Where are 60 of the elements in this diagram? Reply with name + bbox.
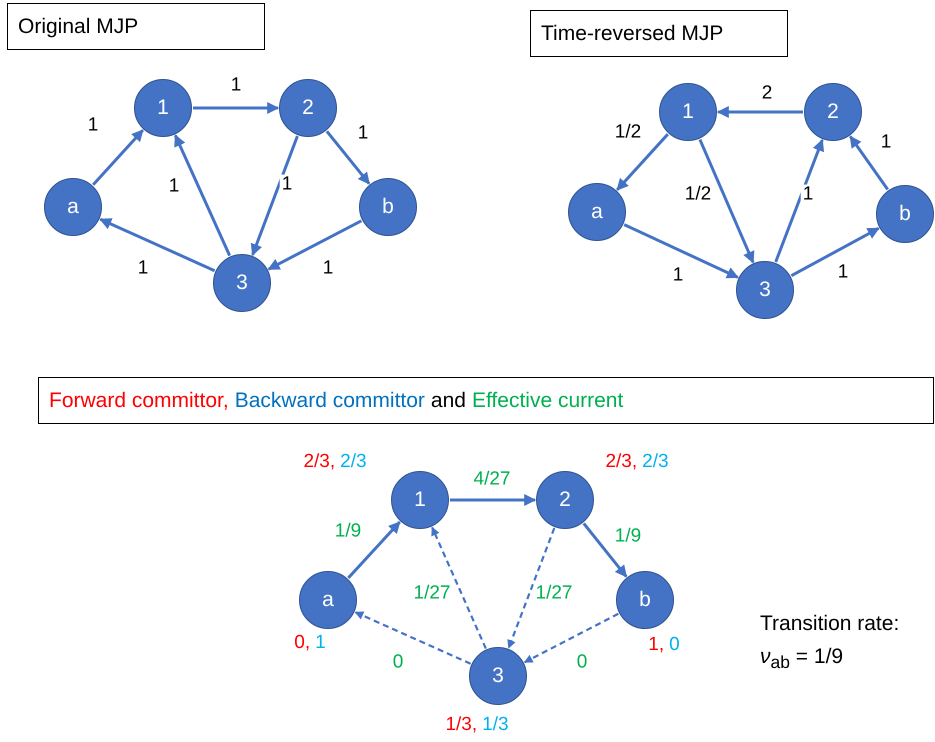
arrow (450, 494, 536, 506)
state-circle (213, 254, 271, 312)
arrow (507, 528, 556, 649)
state-label: 1 (682, 100, 694, 124)
arrow (790, 227, 880, 277)
state-label: 2 (827, 100, 839, 124)
arrow (250, 136, 299, 256)
note-text: Transition rate: (760, 612, 900, 636)
state-label: 1 (414, 488, 426, 512)
arrow (582, 522, 628, 578)
state-label: 1 (157, 96, 169, 120)
committor-value: 1/3, (445, 714, 478, 736)
arrow (524, 612, 619, 664)
state-circle (736, 261, 794, 319)
state-label: a (67, 195, 79, 219)
arrow (774, 138, 824, 263)
committor-value: 1, (648, 634, 664, 656)
state-label: a (322, 588, 334, 612)
arrow (716, 106, 803, 118)
arrow (616, 133, 669, 191)
state-label: 3 (236, 271, 248, 295)
arrow (268, 220, 362, 270)
arrow (624, 223, 739, 279)
committor-value: 1/3 (482, 714, 509, 736)
note-text: ν$_{ab}$ = 1/9 (760, 645, 844, 674)
state-label: b (639, 588, 651, 612)
state-label: 3 (759, 278, 771, 302)
arrow (326, 130, 370, 185)
heading-text: Time-reversed MJP (541, 22, 724, 46)
committor-value: 2/3 (642, 451, 669, 473)
state-label: a (591, 200, 603, 224)
state-label: 2 (559, 488, 571, 512)
heading-text: Effective current (472, 388, 624, 412)
state-label: 3 (492, 664, 504, 688)
heading-box (7, 3, 265, 50)
state-circle (469, 647, 527, 705)
arrow (99, 218, 216, 272)
committor-value: 1 (315, 632, 326, 654)
state-label: b (382, 195, 394, 219)
heading-box (530, 10, 788, 57)
arrow (431, 526, 487, 650)
state-label: 2 (302, 96, 314, 120)
committor-value: 2/3, (303, 451, 336, 473)
arrow (354, 611, 472, 665)
committor-value: 0 (669, 634, 680, 656)
state-label: b (899, 202, 911, 226)
arrow (92, 129, 144, 186)
arrow (193, 102, 280, 114)
heading-text: and (430, 388, 466, 412)
arrow (174, 134, 232, 256)
heading-text: Forward committor, (49, 388, 229, 412)
committor-value: 2/3, (605, 451, 638, 473)
arrow (347, 521, 401, 579)
arrow (849, 136, 889, 190)
heading-text: Backward committor (234, 388, 425, 412)
arrow (698, 138, 754, 264)
heading-box (38, 377, 934, 424)
committor-value: 0, (294, 632, 310, 654)
heading-text: Original MJP (18, 14, 138, 38)
committor-value: 2/3 (340, 451, 367, 473)
